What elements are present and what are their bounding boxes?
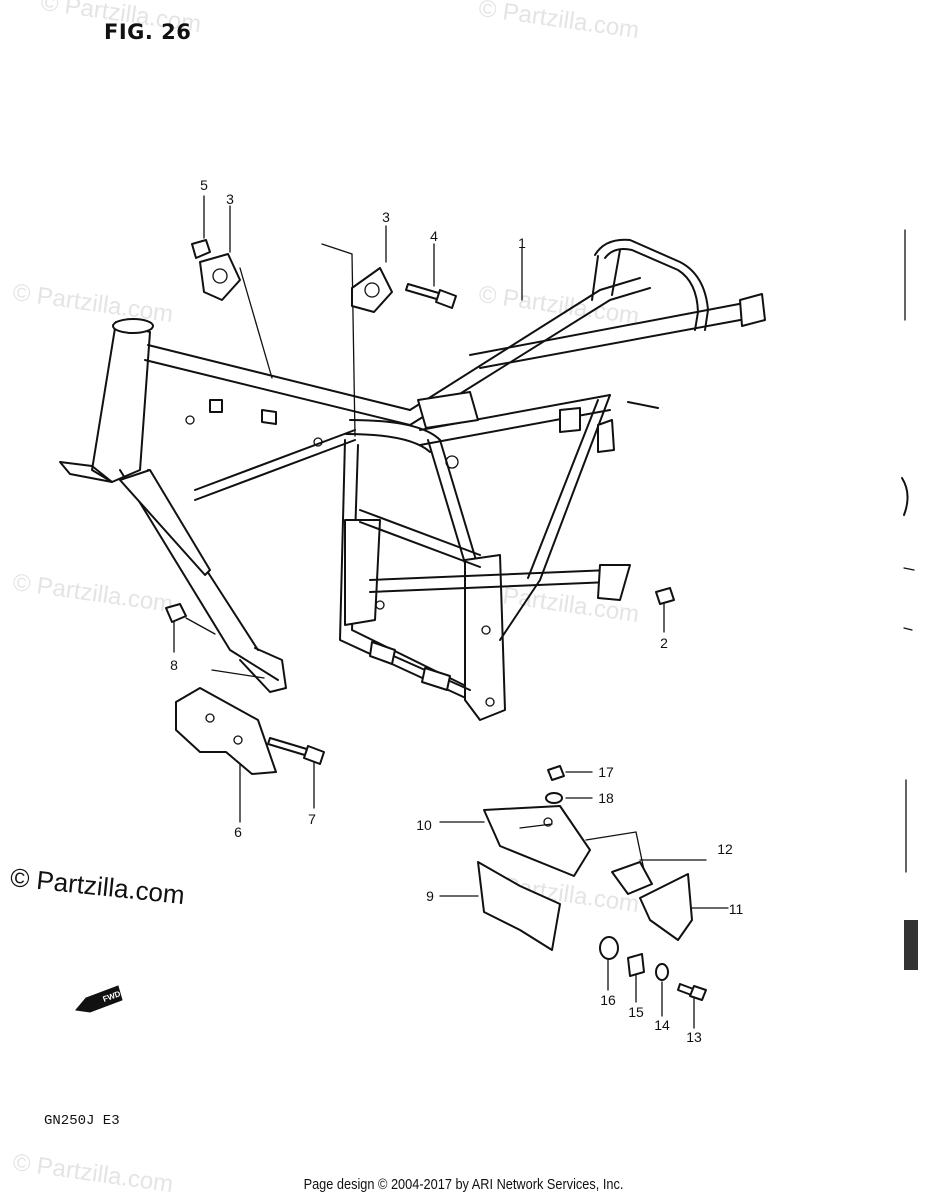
bracket-part-10: [483, 805, 591, 877]
callout-9: 9: [426, 888, 434, 904]
callout-18: 18: [598, 790, 614, 806]
plate-part-12: [611, 861, 653, 895]
callout-10: 10: [416, 817, 432, 833]
callout-14: 14: [654, 1017, 670, 1033]
bolt-part-13: [677, 983, 707, 1001]
callout-3-right: 3: [382, 209, 390, 225]
bolt-part-7: [267, 737, 325, 765]
callout-7: 7: [308, 811, 316, 827]
page-footer: Page design © 2004-2017 by ARI Network S…: [303, 1176, 624, 1193]
plate-part-3-right: [351, 267, 393, 313]
collar-part-15: [627, 953, 645, 977]
callout-6: 6: [234, 824, 242, 840]
model-code: GN250J E3: [44, 1113, 120, 1129]
cap-part-2: [655, 587, 675, 605]
callout-1: 1: [518, 235, 526, 251]
nut-part-8: [165, 603, 187, 623]
callout-17: 17: [598, 764, 614, 780]
cover-part-9: [477, 861, 561, 951]
callout-16: 16: [600, 992, 616, 1008]
washer-part-18: [545, 792, 563, 804]
bolt-part-4: [405, 283, 457, 309]
rubber-part-16: [599, 936, 619, 960]
plate-part-3-left: [199, 253, 241, 301]
frame-part: [59, 238, 766, 721]
washer-part-14: [655, 963, 669, 981]
leader-lines: [173, 195, 729, 1029]
callout-4: 4: [430, 228, 438, 244]
callout-3-left: 3: [226, 191, 234, 207]
figure-title: FIG. 26: [104, 20, 192, 44]
callout-15: 15: [628, 1004, 644, 1020]
callout-8: 8: [170, 657, 178, 673]
callout-11: 11: [728, 901, 744, 917]
fwd-arrow-icon: FWD: [75, 985, 123, 1013]
nut-part-5: [191, 239, 211, 259]
bracket-part-11: [639, 873, 693, 941]
callout-2: 2: [660, 635, 668, 651]
nut-part-17: [547, 765, 565, 781]
callout-5: 5: [200, 177, 208, 193]
bracket-part-6: [175, 687, 277, 775]
scan-artifacts: [901, 229, 918, 970]
callout-12: 12: [717, 841, 733, 857]
callout-13: 13: [686, 1029, 702, 1045]
